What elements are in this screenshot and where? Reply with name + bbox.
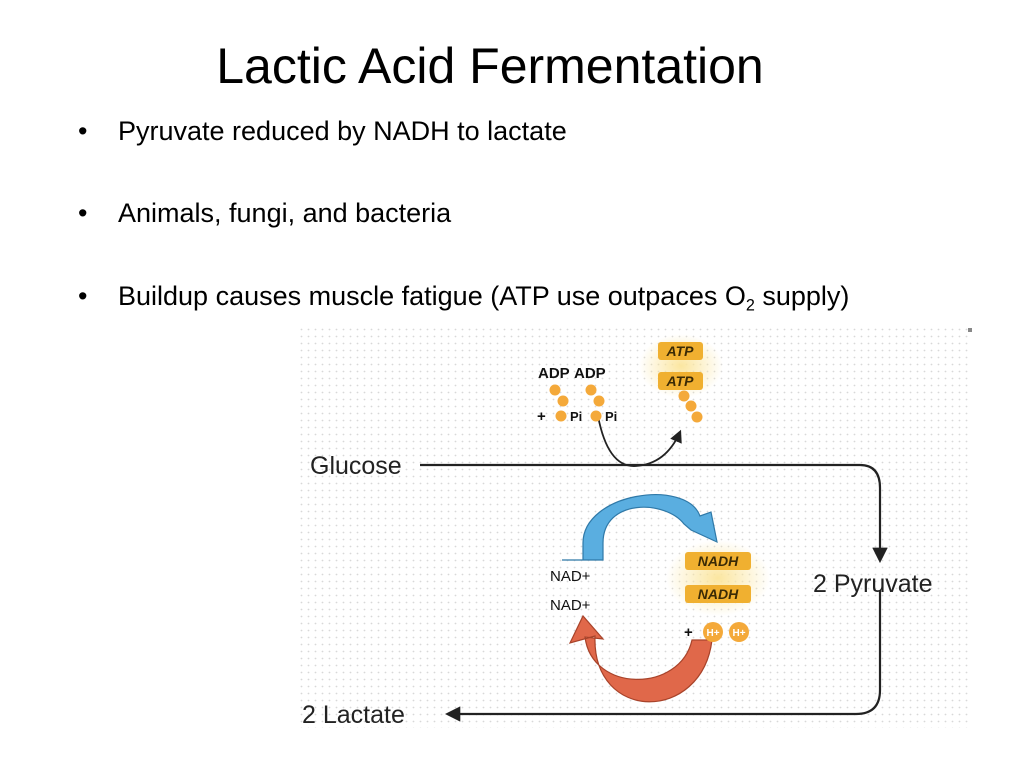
phosphate-dot <box>557 395 569 407</box>
phosphate-dot <box>590 410 602 422</box>
phosphate-dot <box>585 384 597 396</box>
nadh-label: NADH <box>698 553 739 569</box>
glucose-line <box>420 463 888 564</box>
bullet-text: Pyruvate reduced by NADH to lactate <box>118 116 567 146</box>
pi-label: Pi <box>570 409 582 424</box>
bullet-marker: • <box>78 198 88 228</box>
nad-label: NAD+ <box>550 597 591 614</box>
glucose-label: Glucose <box>310 452 402 480</box>
nadh-label: NADH <box>698 586 739 602</box>
phosphate-dot <box>685 400 697 412</box>
pyruvate-return-line <box>444 590 882 722</box>
atp-label: ATP <box>666 373 695 389</box>
bullet-marker: • <box>78 281 88 311</box>
phosphate-dot <box>678 390 690 402</box>
nadh-glow <box>666 540 770 616</box>
atp-formation-arrow <box>597 415 682 467</box>
lactate-label: 2 Lactate <box>302 701 405 728</box>
nad-label: NAD+ <box>550 568 591 585</box>
adp-label: ADP <box>574 365 606 382</box>
pi-label: Pi <box>605 409 617 424</box>
phosphate-dot <box>549 384 561 396</box>
bullet-text: Buildup causes muscle fatigue (ATP use o… <box>118 279 850 315</box>
dotted-background <box>300 328 970 728</box>
decorative-mark <box>968 328 972 332</box>
atp-badge <box>658 342 703 360</box>
atp-label: ATP <box>666 343 695 359</box>
adp-label: ADP <box>538 365 570 382</box>
bullet-subscript: 2 <box>745 296 755 315</box>
phosphate-dot <box>691 411 703 423</box>
bullet-marker: • <box>78 116 88 146</box>
proton-dot <box>703 622 723 642</box>
pyruvate-label: 2 Pyruvate <box>813 570 933 598</box>
plus-sign: + <box>684 624 693 641</box>
slide-title: Lactic Acid Fermentation <box>216 38 764 94</box>
plus-sign: + <box>537 408 546 425</box>
atp-badge <box>658 372 703 390</box>
nad-reduction-arrow <box>562 494 718 561</box>
nadh-badge <box>685 585 751 603</box>
fermentation-diagram: ADP ADP + Pi Pi ATP ATP Glucose 2 Pyruva… <box>300 328 970 728</box>
phosphate-dot <box>555 410 567 422</box>
proton-label: H+ <box>706 628 719 639</box>
bullet-text: Animals, fungi, and bacteria <box>118 198 452 228</box>
bullet-text-part: Buildup causes muscle fatigue (ATP use o… <box>118 281 746 311</box>
nadh-badge <box>685 552 751 570</box>
nadh-oxidation-arrow <box>568 614 713 703</box>
proton-label: H+ <box>732 628 745 639</box>
phosphate-dot <box>593 395 605 407</box>
bullet-text-part: supply) <box>754 281 850 311</box>
proton-dot <box>729 622 749 642</box>
